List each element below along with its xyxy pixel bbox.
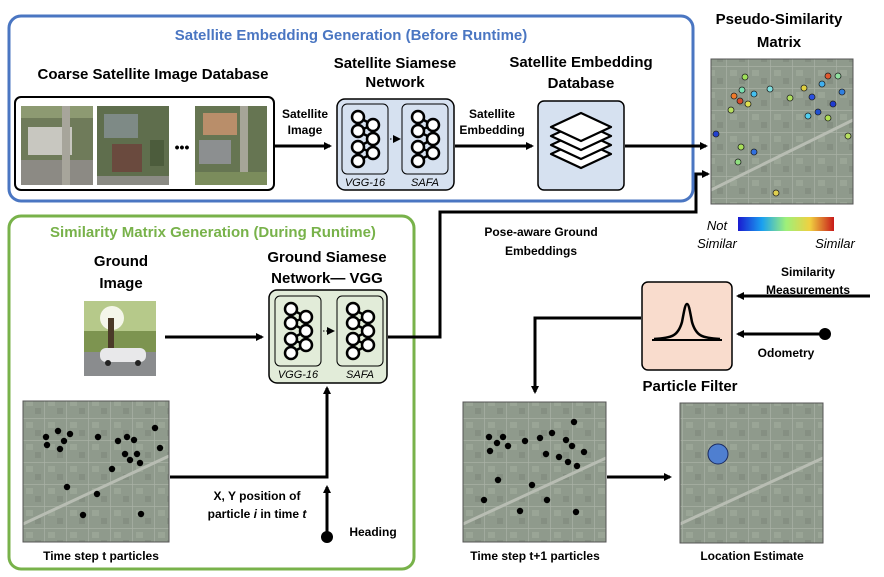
ellipsis-dots: •••: [175, 139, 190, 155]
ground-image-title-1: Ground: [94, 253, 148, 270]
time-step-t-particles-map: [22, 400, 170, 543]
vgg16-label: VGG-16: [345, 177, 386, 189]
satellite-tile-1: [21, 106, 93, 185]
particle-filter-label: Particle Filter: [642, 378, 737, 395]
pseudo-matrix-title-2: Matrix: [757, 34, 802, 51]
satellite-tile-3: [195, 106, 267, 185]
ground-image: [84, 301, 156, 376]
pose-aware-label-1: Pose-aware Ground: [484, 225, 597, 239]
odometry-label: Odometry: [758, 346, 815, 360]
colorbar-not-similar-label: Similar: [697, 236, 737, 251]
safa-label: SAFA: [411, 177, 439, 189]
arrow-particle-position: [170, 386, 331, 479]
pseudo-similarity-map: [710, 58, 854, 205]
stacked-layers-icon: [549, 111, 613, 170]
satellite-tile-2: [97, 106, 169, 185]
time-step-t1-caption: Time step t+1 particles: [470, 549, 600, 563]
arrow-pose-aware-embeddings: [388, 170, 710, 339]
particles-t1: [480, 418, 588, 516]
satellite-db-label: Coarse Satellite Image Database: [38, 66, 269, 83]
satellite-image-label-2: Image: [288, 123, 323, 137]
satellite-embedding-database: [537, 100, 625, 191]
particle-filter-box: [641, 281, 733, 371]
ground-siamese-network: VGG-16 SAFA: [268, 289, 388, 384]
similarity-measurements-label-1: Similarity: [781, 265, 835, 279]
pseudo-matrix-title-1: Pseudo-Similarity: [716, 11, 843, 28]
time-step-t-caption: Time step t particles: [43, 549, 159, 563]
location-estimate-caption: Location Estimate: [700, 549, 804, 563]
similarity-measurements-label-2: Measurements: [766, 283, 850, 297]
embedding-db-title-1: Satellite Embedding: [509, 54, 652, 71]
ground-safa-label: SAFA: [346, 369, 374, 381]
similarity-dots: [712, 72, 852, 197]
embedding-db-title-2: Database: [548, 75, 615, 92]
location-estimate-map: [679, 402, 824, 544]
colorbar-not-label: Not: [707, 218, 729, 233]
ground-siamese-title-1: Ground Siamese: [267, 249, 386, 266]
ground-siamese-title-2: Network— VGG: [271, 270, 383, 287]
similarity-colorbar: Not Similar Similar: [697, 217, 856, 251]
position-label-1: X, Y position of: [214, 489, 302, 503]
ground-vgg16-label: VGG-16: [278, 369, 319, 381]
time-step-t1-particles-map: [462, 401, 607, 543]
satellite-siamese-title-2: Network: [365, 74, 425, 91]
ground-image-title-2: Image: [99, 275, 142, 292]
arrow-filter-to-next-particles: [531, 316, 641, 394]
satellite-image-label-1: Satellite: [282, 107, 328, 121]
pose-aware-label-2: Embeddings: [505, 244, 577, 258]
heading-label: Heading: [349, 525, 396, 539]
satellite-embedding-panel: [7, 14, 695, 203]
satellite-siamese-title-1: Satellite Siamese: [334, 55, 457, 72]
satellite-siamese-network: VGG-16 SAFA: [336, 98, 455, 191]
similarity-matrix-panel: [7, 214, 416, 571]
satellite-image-database: •••: [14, 96, 275, 191]
colorbar-similar-label: Similar: [815, 236, 855, 251]
satellite-embedding-label-2: Embedding: [459, 123, 524, 137]
particles-t: [42, 424, 164, 519]
position-label-2: particle i in time t: [208, 507, 308, 521]
gaussian-curve-icon: [652, 302, 722, 341]
bottom-panel-title: Similarity Matrix Generation (During Run…: [50, 224, 376, 241]
location-estimate-dot: [707, 443, 729, 465]
satellite-embedding-label-1: Satellite: [469, 107, 515, 121]
top-panel-title: Satellite Embedding Generation (Before R…: [175, 27, 528, 44]
